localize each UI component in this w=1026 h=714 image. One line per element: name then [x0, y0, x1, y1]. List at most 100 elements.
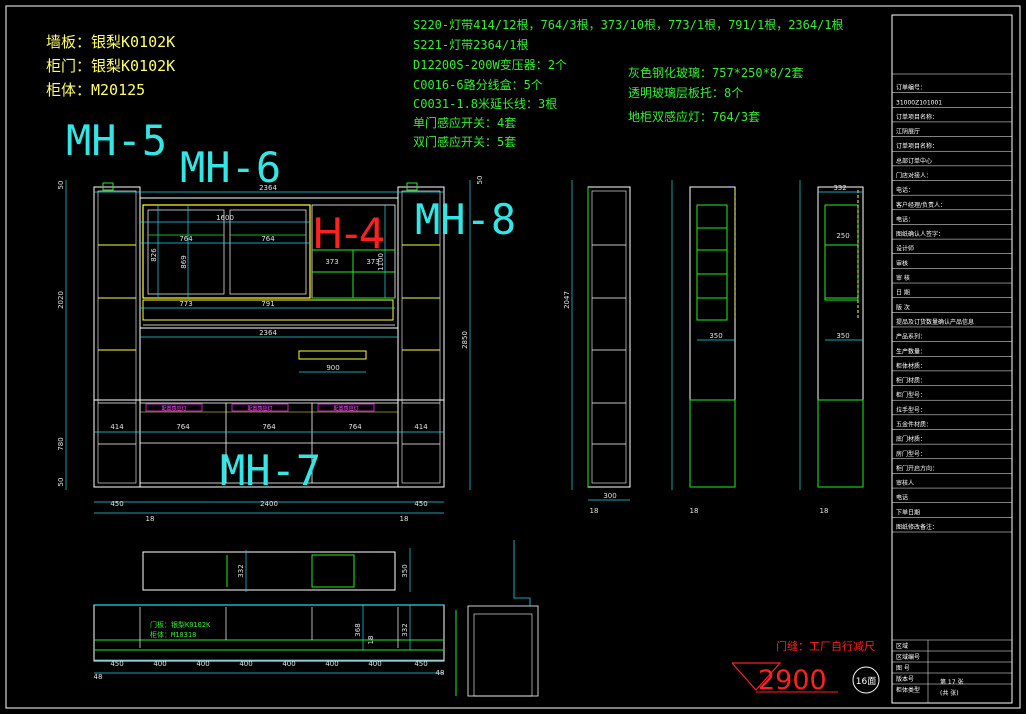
- dim-text: 300: [603, 492, 616, 500]
- sheet-badge-text: 16面: [856, 676, 876, 687]
- dim-text: 869: [180, 255, 188, 268]
- dim-text: 18: [400, 515, 409, 523]
- plan-body-note: 柜体：M10318: [150, 630, 196, 639]
- title-block-row: 柜门开启方向：: [896, 464, 938, 472]
- accessory-line: 灰色钢化玻璃：757*250*8/2套: [628, 66, 803, 80]
- dim-text: 400: [239, 660, 252, 668]
- title-block-row: 日 期: [896, 289, 910, 297]
- accessory-line: S220-灯带414/12根，764/3根，373/10根，773/1根，791…: [413, 18, 844, 32]
- dim-text: 1100: [377, 253, 385, 271]
- title-block-row: 下单日期: [896, 508, 920, 516]
- accessory-line: S221-灯带2364/1根: [413, 38, 528, 52]
- module-label-h4: H-4: [312, 209, 385, 258]
- sheet-badge: 16面: [852, 666, 880, 694]
- top-strip-plan: 332 350: [142, 548, 411, 592]
- section-view-1: 2047 300 18: [563, 180, 631, 515]
- title-block-row: 柜体类型: [896, 686, 920, 694]
- title-block-row: 审核人: [896, 479, 914, 487]
- dim-text: 350: [836, 332, 849, 340]
- title-block-row: 五金件材质：: [896, 420, 932, 428]
- section-view-2: 350 18: [671, 180, 736, 515]
- dim-text: 18: [690, 507, 699, 515]
- accessory-notes-left: S220-灯带414/12根，764/3根，373/10根，773/1根，791…: [413, 18, 844, 149]
- title-block-row: 柜体材质：: [896, 362, 926, 370]
- dim-text: 1600: [216, 214, 234, 222]
- dim-text: 18: [146, 515, 155, 523]
- note-wall-panel: 墙板：银梨K0102K: [46, 33, 175, 51]
- dim-text: 764: [261, 235, 275, 243]
- dim-text: 18: [820, 507, 829, 515]
- title-block-row: 订单项目名称：: [896, 113, 938, 121]
- dim-text: 414: [414, 423, 428, 431]
- title-block-row: 图 号: [896, 665, 910, 672]
- dim-text: 18: [367, 636, 375, 645]
- dim-text: 400: [368, 660, 381, 668]
- dim-text: 350: [709, 332, 722, 340]
- front-elevation: 配置感应灯 配置感应灯 配置感应灯 2364 1600 764 764 373 …: [57, 176, 484, 523]
- drawer-label: 配置感应灯: [333, 405, 358, 412]
- dim-text: 450: [414, 500, 427, 508]
- elevation-value: 2900: [758, 665, 827, 696]
- module-label-mh8: MH-8: [415, 195, 516, 244]
- dim-text: 773: [179, 300, 192, 308]
- title-block-row: 区域编号: [896, 653, 920, 661]
- accessory-line: C0031-1.8米延长线：3根: [413, 97, 557, 111]
- dim-text: 50: [57, 181, 65, 190]
- sheet-border: [5, 5, 1021, 709]
- dim-text: 414: [110, 423, 124, 431]
- title-block-row: 柜门材质：: [896, 377, 926, 385]
- dim-text: 2020: [57, 291, 65, 309]
- drawer-label: 配置感应灯: [161, 405, 186, 412]
- accessory-line: C0016-6路分线盒：5个: [413, 77, 543, 92]
- note-cabinet-door: 柜门：银梨K0102K: [46, 57, 175, 75]
- title-block-row: 底门材质：: [896, 435, 926, 443]
- dim-text: 764: [262, 423, 276, 431]
- title-block-row: 拉手型号：: [896, 406, 926, 414]
- dim-text: 373: [325, 258, 338, 266]
- dim-text: 48: [94, 673, 103, 681]
- accessory-line: 地柜双感应灯：764/3套: [628, 109, 760, 124]
- title-block-row: 柜门型号：: [896, 391, 926, 399]
- bottom-plan-view: 门板：银梨K0102K 柜体：M10318 450 400 400 400 40…: [93, 540, 539, 697]
- dim-text: 2850: [461, 331, 469, 349]
- note-cabinet-body: 柜体：M20125: [46, 81, 145, 99]
- dim-text: 50: [476, 176, 484, 185]
- dim-text: 48: [436, 669, 445, 677]
- title-block: 订单编号：31000Z101001订单项目名称：江阴展厅订单项目名称：总部订单中…: [891, 14, 1013, 704]
- dim-text: 50: [57, 478, 65, 487]
- dim-text: 400: [153, 660, 166, 668]
- title-block-row: 电话：: [896, 186, 914, 194]
- module-label-mh7: MH-7: [220, 446, 321, 495]
- dim-text: 332: [833, 184, 846, 192]
- module-label-mh6: MH-6: [180, 143, 281, 192]
- title-block-row: 总部订单中心: [896, 157, 932, 165]
- dim-text: 780: [57, 437, 65, 450]
- dim-text: 450: [110, 660, 123, 668]
- dim-text: 400: [282, 660, 295, 668]
- title-block-row: 订单编号：: [896, 84, 926, 92]
- gate-note: 门缝：工厂自行减尺: [776, 639, 875, 653]
- title-block-row: 门店对接人：: [896, 172, 932, 180]
- title-block-row: 电话: [896, 494, 908, 502]
- title-block-row: 提品及订货数量确认产品信息: [896, 318, 974, 326]
- dim-text: 450: [414, 660, 427, 668]
- dim-text: 764: [179, 235, 193, 243]
- dim-text: 332: [401, 623, 409, 636]
- dim-text: 2047: [563, 291, 571, 309]
- accessory-line: 透明玻璃层板托：8个: [628, 86, 743, 100]
- title-block-row: 产品系列：: [896, 333, 926, 341]
- accessory-line: D12200S-200W变压器：2个: [413, 57, 567, 72]
- title-block-row: 客户经理/负责人：: [896, 201, 946, 209]
- accessory-notes-right: 灰色钢化玻璃：757*250*8/2套 透明玻璃层板托：8个 地柜双感应灯：76…: [628, 66, 803, 124]
- module-label-mh5: MH-5: [66, 116, 167, 165]
- dim-text: 450: [110, 500, 123, 508]
- title-block-row: 区域: [896, 642, 908, 650]
- title-block-row: 31000Z101001: [896, 99, 942, 106]
- title-block-row: 订单项目名称：: [896, 142, 938, 150]
- title-block-row: 审核: [896, 259, 908, 267]
- dim-text: 764: [176, 423, 190, 431]
- title-block-row: 版 次: [896, 303, 910, 311]
- dim-text: 368: [354, 623, 362, 636]
- dim-text: 332: [237, 564, 245, 577]
